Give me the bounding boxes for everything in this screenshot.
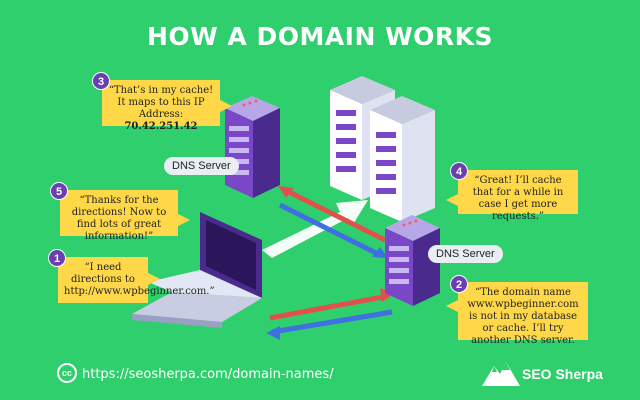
arrow-red-top-head xyxy=(278,186,294,198)
source-url[interactable]: https://seosherpa.com/domain-names/ xyxy=(82,367,334,382)
step-5-badge: 5 xyxy=(50,182,68,200)
creative-commons-icon: cc xyxy=(57,363,77,383)
step-2-badge: 2 xyxy=(450,275,468,293)
brand-name: SEO Sherpa xyxy=(522,366,603,382)
step-4-text: “Great! I’ll cache that for a while in c… xyxy=(472,175,564,222)
step-2-text: “The domain name www.wpbeginner.com is n… xyxy=(467,287,579,346)
step-4-badge: 4 xyxy=(450,162,468,180)
step-3-badge: 3 xyxy=(92,72,110,90)
step-1-badge: 1 xyxy=(48,249,66,267)
step-3-bubble: “That’s in my cache! It maps to this IP … xyxy=(102,80,232,132)
arrow-red-top xyxy=(283,187,387,243)
server-cluster-icon xyxy=(330,76,435,222)
dns-server-top-icon xyxy=(225,96,280,198)
ip-address: 70.42.251.42 xyxy=(124,121,198,132)
arrow-blue-bottom-head xyxy=(266,326,280,340)
arrow-blue-top-head xyxy=(372,247,388,258)
dns-server-top-label: DNS Server xyxy=(164,157,239,175)
arrow-blue-bottom xyxy=(271,309,393,335)
arrow-blue-top xyxy=(278,202,382,258)
step-5-bubble: “Thanks for the directions! Now to find … xyxy=(60,190,190,242)
step-2-bubble: “The domain name www.wpbeginner.com is n… xyxy=(446,282,588,346)
arrow-red-bottom xyxy=(269,293,389,321)
step-1-text: “I need directions to http://www.wpbegin… xyxy=(64,262,215,297)
laptop-icon xyxy=(132,212,262,328)
step-1-bubble: “I need directions to http://www.wpbegin… xyxy=(58,257,215,303)
dns-server-right-label: DNS Server xyxy=(428,245,503,263)
step-4-bubble: “Great! I’ll cache that for a while in c… xyxy=(446,170,578,222)
page-title: HOW A DOMAIN WORKS xyxy=(146,22,494,51)
arrow-red-bottom-head xyxy=(380,288,394,302)
request-arrow xyxy=(262,200,368,258)
mountain-logo-icon xyxy=(482,362,520,386)
step-5-text: “Thanks for the directions! Now to find … xyxy=(71,195,167,242)
step-3-text: “That’s in my cache! It maps to this IP … xyxy=(108,85,214,120)
